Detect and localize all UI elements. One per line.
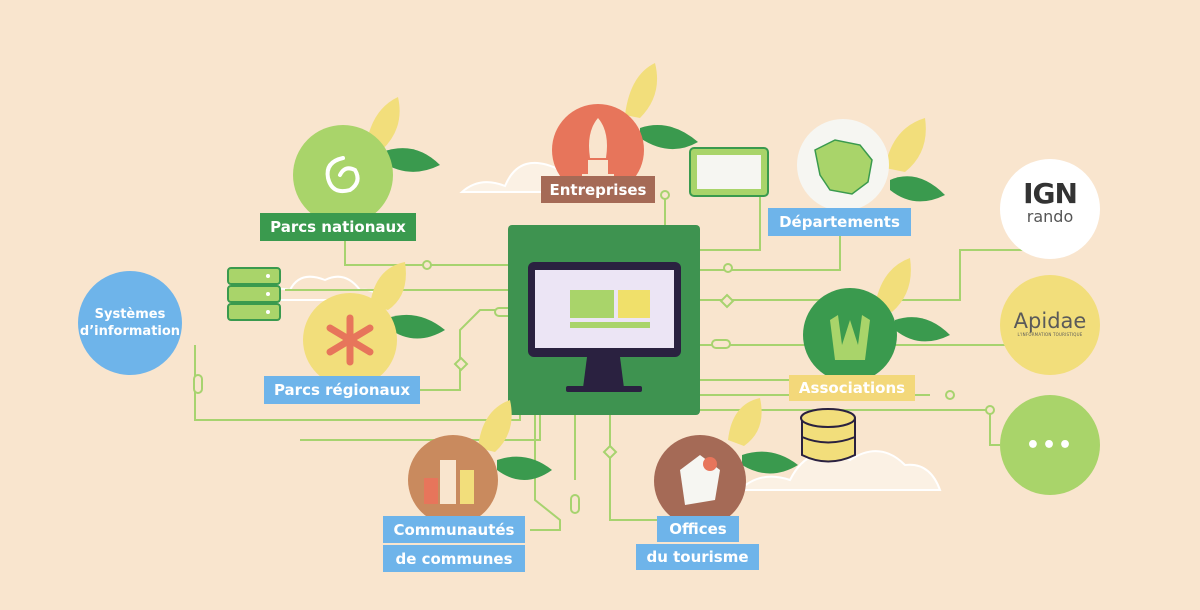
communautes-label-line2: de communes xyxy=(383,545,525,572)
associations-label: Associations xyxy=(789,375,915,401)
parcs-regionaux-label: Parcs régionaux xyxy=(264,376,420,404)
database-icon xyxy=(800,408,856,463)
entreprises-label: Entreprises xyxy=(541,176,655,203)
apidae-logo-sub: L'INFORMATION TOURISTIQUE xyxy=(1017,332,1083,337)
apidae-logo-main: Apidae xyxy=(1013,309,1087,333)
departements-label: Départements xyxy=(768,208,911,236)
parcs-regionaux-circle xyxy=(303,293,397,387)
apidae-logo: Apidae L'INFORMATION TOURISTIQUE xyxy=(1005,310,1095,338)
more-circle xyxy=(1000,395,1100,495)
link-glyphs xyxy=(193,190,995,514)
apidae-circle xyxy=(1000,275,1100,375)
ign-logo-sub: rando xyxy=(1026,207,1074,226)
systemes-label-line1: Systèmes xyxy=(94,307,166,322)
more-ellipsis: ••• xyxy=(1025,432,1075,458)
parcs-nationaux-circle xyxy=(293,125,393,225)
parcs-nationaux-label: Parcs nationaux xyxy=(260,213,416,241)
communautes-label-line1: Communautés xyxy=(383,516,525,543)
ign-circle xyxy=(1000,159,1100,259)
systemes-label: Systèmes d’information xyxy=(78,300,182,346)
tablet-icon xyxy=(689,147,769,197)
server-icon xyxy=(227,267,281,321)
departements-circle xyxy=(797,119,889,211)
offices-label-line2: du tourisme xyxy=(636,544,759,570)
ign-logo-main: IGN xyxy=(1023,177,1078,210)
ign-rando-logo: IGN rando xyxy=(1010,180,1090,226)
systemes-label-line2: d’information xyxy=(79,324,181,339)
central-monitor xyxy=(508,225,700,415)
offices-circle xyxy=(654,435,746,527)
associations-circle xyxy=(803,288,897,382)
systemes-circle xyxy=(78,271,182,375)
communautes-circle xyxy=(408,435,498,525)
offices-label-line1: Offices xyxy=(657,516,739,542)
